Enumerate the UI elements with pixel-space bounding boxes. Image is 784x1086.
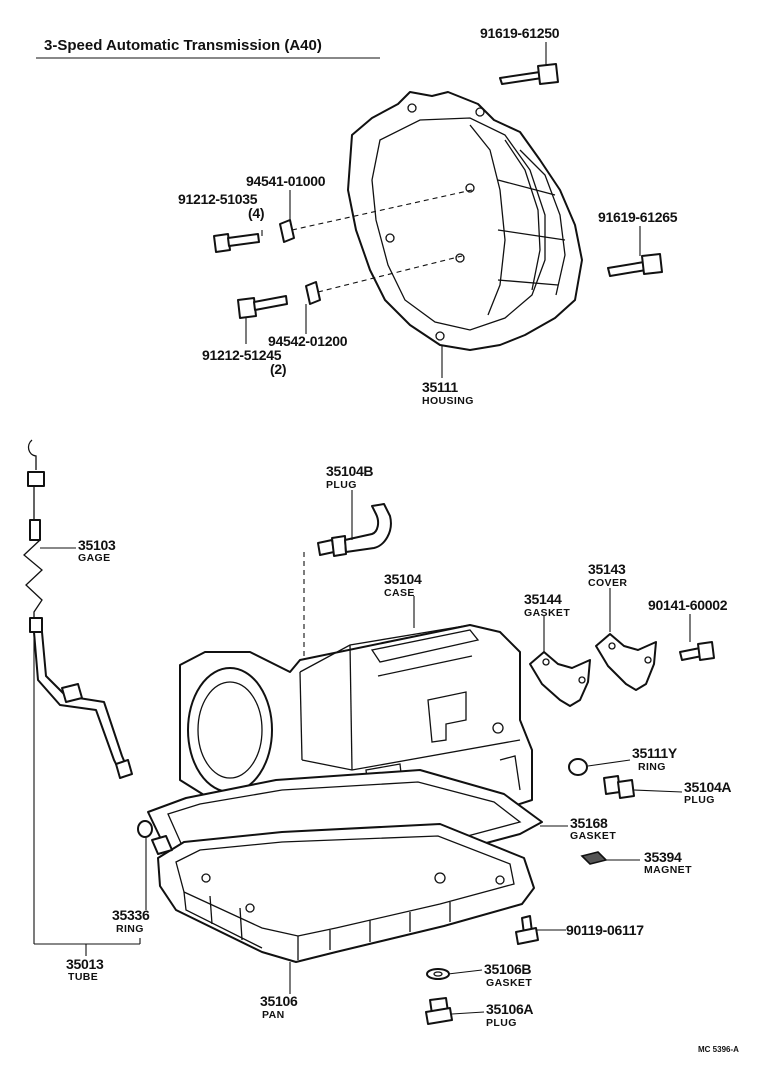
housing-drawing bbox=[347, 91, 583, 351]
part-number-91212-51035: 91212-51035 bbox=[178, 191, 258, 207]
washer-94542-01200-drawing bbox=[305, 281, 321, 305]
bolt-91212-51245-drawing bbox=[237, 295, 288, 319]
part-qty-91212-51245: (2) bbox=[270, 361, 286, 377]
washer-94541-01000-drawing bbox=[279, 219, 295, 243]
part-labels: 91619-61250 94541-01000 91212-51035 (4) … bbox=[66, 25, 739, 1054]
part-number-91212-51245: 91212-51245 bbox=[202, 347, 282, 363]
plug-35104b-drawing bbox=[317, 503, 392, 557]
part-number-35394: 35394 bbox=[644, 849, 682, 865]
ring-tube-end-drawing bbox=[151, 835, 173, 855]
part-number-35336: 35336 bbox=[112, 907, 150, 923]
part-number-35143: 35143 bbox=[588, 561, 626, 577]
part-number-35111: 35111 bbox=[422, 379, 458, 395]
part-number-35106b: 35106B bbox=[484, 961, 531, 977]
ring-35336-drawing bbox=[137, 820, 153, 838]
part-name-35168: GASKET bbox=[570, 830, 616, 842]
part-number-35111y: 35111Y bbox=[632, 745, 678, 761]
part-name-35104a: PLUG bbox=[684, 794, 715, 806]
part-number-94542-01200: 94542-01200 bbox=[268, 333, 348, 349]
bolt-91212-51035-drawing bbox=[213, 233, 260, 253]
ring-35111y-drawing bbox=[568, 758, 588, 776]
bolt-91619-61265-drawing bbox=[607, 253, 663, 277]
part-name-35111: HOUSING bbox=[422, 395, 474, 407]
part-number-35168: 35168 bbox=[570, 815, 608, 831]
bolt-path-lower bbox=[317, 255, 463, 293]
leader-lines bbox=[33, 42, 691, 1015]
part-name-35013: TUBE bbox=[68, 971, 98, 983]
pan-drawing bbox=[157, 823, 535, 963]
part-number-90141-60002: 90141-60002 bbox=[648, 597, 728, 613]
gasket-35144-drawing bbox=[529, 651, 591, 707]
part-number-91619-61250: 91619-61250 bbox=[480, 25, 560, 41]
part-number-35103: 35103 bbox=[78, 537, 116, 553]
diagram-title: 3-Speed Automatic Transmission (A40) bbox=[44, 37, 322, 54]
part-number-90119-06117: 90119-06117 bbox=[566, 922, 644, 938]
part-name-35104: CASE bbox=[384, 587, 415, 599]
part-number-35144: 35144 bbox=[524, 591, 562, 607]
part-name-35394: MAGNET bbox=[644, 864, 692, 876]
bolt-91619-61250-drawing bbox=[499, 63, 559, 85]
part-number-35106: 35106 bbox=[260, 993, 298, 1009]
tube-drawing bbox=[33, 631, 133, 779]
part-name-35336: RING bbox=[116, 923, 144, 935]
part-name-35111y: RING bbox=[638, 761, 666, 773]
part-qty-91212-51035: (4) bbox=[248, 205, 264, 221]
part-name-35144: GASKET bbox=[524, 607, 570, 619]
part-number-35013: 35013 bbox=[66, 956, 104, 972]
drawing-code: MC 5396-A bbox=[698, 1045, 739, 1054]
part-name-35106a: PLUG bbox=[486, 1017, 517, 1029]
plug-35104a-drawing bbox=[603, 775, 635, 799]
bolt-path-upper bbox=[291, 189, 473, 231]
part-name-35104b: PLUG bbox=[326, 479, 357, 491]
part-name-35103: GAGE bbox=[78, 552, 111, 564]
part-name-35106b: GASKET bbox=[486, 977, 532, 989]
part-number-35106a: 35106A bbox=[486, 1001, 533, 1017]
magnet-drawing bbox=[580, 851, 608, 865]
bolt-90141-60002-drawing bbox=[679, 641, 715, 661]
part-name-35143: COVER bbox=[588, 577, 627, 589]
part-number-35104b: 35104B bbox=[326, 463, 373, 479]
gasket-35106b-drawing bbox=[426, 968, 450, 980]
part-number-35104a: 35104A bbox=[684, 779, 731, 795]
part-number-94541-01000: 94541-01000 bbox=[246, 173, 326, 189]
bolt-90119-06117-drawing bbox=[515, 915, 539, 945]
part-name-35106: PAN bbox=[262, 1009, 285, 1021]
part-number-91619-61265: 91619-61265 bbox=[598, 209, 678, 225]
part-number-35104: 35104 bbox=[384, 571, 422, 587]
gage-drawing bbox=[23, 439, 45, 633]
cover-35143-drawing bbox=[595, 633, 657, 691]
plug-35106a-drawing bbox=[425, 997, 453, 1025]
